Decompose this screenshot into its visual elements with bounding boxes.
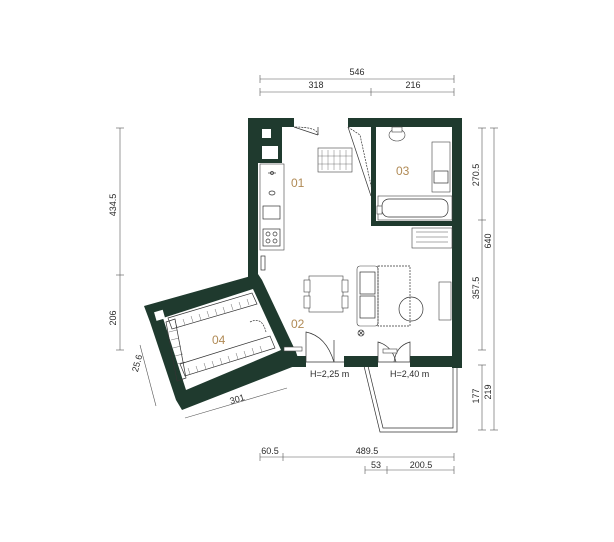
dim-right-total: 640 — [483, 233, 493, 248]
dim-right-balcony-outer: 219 — [483, 384, 493, 399]
entry-rack — [293, 126, 353, 173]
dim-right-upper: 270.5 — [471, 164, 481, 187]
dim-left-lower: 206 — [108, 310, 118, 325]
dim-bottom-total: 489.5 — [356, 446, 379, 456]
kitchen-counter — [259, 163, 285, 271]
dim-top-right: 216 — [405, 80, 420, 90]
dim-diag-bottom: 301 — [229, 392, 246, 406]
bottom-doors — [305, 331, 411, 363]
dimension-lines — [116, 75, 498, 474]
dim-bottom-small: 53 — [371, 460, 381, 470]
bathroom-fixtures — [347, 126, 453, 221]
dim-diag-left: 25.6 — [130, 353, 144, 373]
dim-bottom-right: 200.5 — [410, 460, 433, 470]
balcony — [363, 365, 458, 433]
room-label-02: 02 — [291, 317, 305, 331]
room-label-03: 03 — [396, 164, 410, 178]
storage-shelves — [165, 292, 276, 382]
dim-right-lower: 357.5 — [471, 277, 481, 300]
dim-top-left: 318 — [308, 80, 323, 90]
dim-right-balcony-inner: 177 — [471, 388, 481, 403]
door-height-1: H=2,25 m — [310, 369, 349, 379]
dim-left-upper: 434.5 — [108, 194, 118, 217]
walls — [144, 118, 462, 410]
door-height-2: H=2,40 m — [390, 369, 429, 379]
dim-top-total: 546 — [349, 67, 364, 77]
room-label-01: 01 — [291, 176, 305, 190]
dim-bottom-left: 60.5 — [261, 446, 279, 456]
room-label-04: 04 — [212, 333, 226, 347]
living-furniture — [249, 227, 453, 352]
